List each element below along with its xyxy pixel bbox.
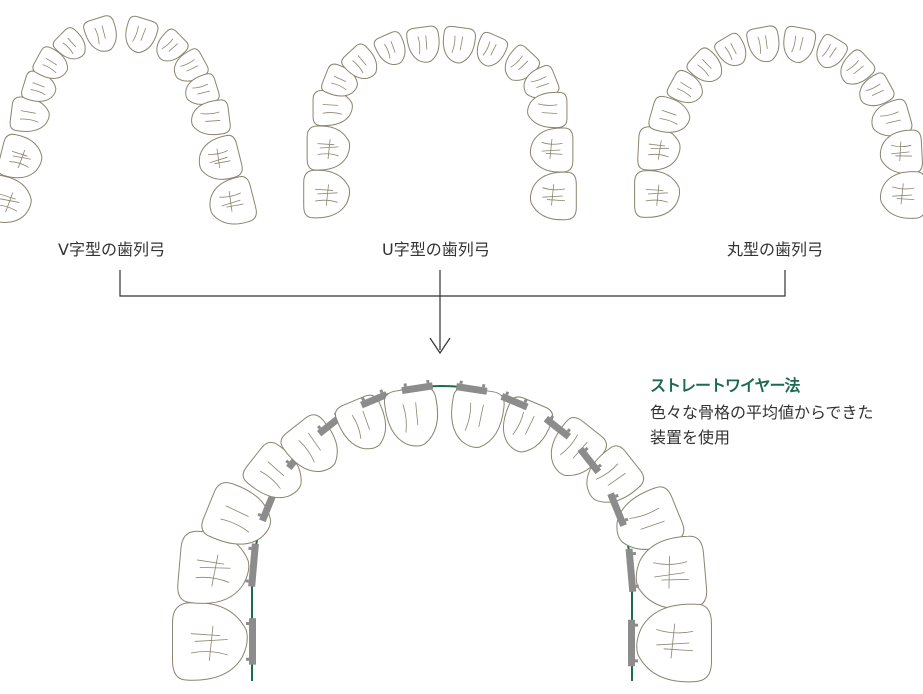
bracket — [245, 543, 259, 587]
arch-wire — [251, 384, 633, 681]
tooth — [312, 89, 353, 127]
tooth — [648, 95, 691, 133]
desc-line-2: 装置を使用 — [650, 428, 731, 447]
tooth — [373, 31, 406, 65]
bracket — [246, 618, 256, 665]
method-description: 色々な骨格の平均値からできた 装置を使用 — [650, 400, 874, 450]
tooth — [303, 169, 351, 219]
tooth — [746, 25, 780, 63]
tooth — [201, 482, 272, 545]
tooth — [529, 127, 574, 173]
bracket — [455, 380, 488, 395]
tooth — [442, 25, 476, 64]
bracket — [401, 379, 434, 395]
tooth — [816, 34, 848, 69]
desc-line-1: 色々な骨格の平均値からできた — [650, 403, 874, 422]
tooth — [173, 48, 209, 82]
tooth — [451, 387, 505, 448]
tooth — [306, 125, 351, 171]
tooth — [125, 15, 159, 54]
tooth — [527, 91, 568, 129]
tooth — [191, 99, 231, 136]
tooth — [32, 46, 69, 79]
tooth — [686, 47, 723, 82]
u-shaped-arch — [303, 25, 577, 221]
tooth — [502, 396, 554, 453]
tooth — [586, 445, 645, 503]
tooth — [383, 386, 439, 447]
tooth — [634, 170, 681, 218]
tooth — [840, 49, 876, 85]
tooth — [714, 32, 747, 67]
v-shaped-arch — [0, 15, 257, 225]
tooth — [209, 176, 257, 225]
straight-wire-arch — [172, 379, 712, 683]
tooth — [859, 72, 895, 107]
tooth — [198, 134, 243, 180]
tooth — [879, 129, 923, 175]
v-arch-label: V字型の歯列弓 — [58, 240, 165, 259]
bracket — [543, 415, 572, 440]
tooth — [9, 96, 50, 132]
tooth — [476, 31, 509, 67]
tooth — [637, 126, 681, 171]
bracket — [628, 619, 638, 667]
bracket — [607, 492, 629, 527]
tooth — [185, 73, 220, 105]
tooth — [636, 603, 712, 683]
u-arch-label: U字型の歯列弓 — [382, 240, 490, 259]
tooth — [0, 133, 43, 179]
bracket — [577, 446, 602, 475]
tooth — [52, 27, 86, 60]
tooth — [156, 28, 189, 62]
tooth — [406, 25, 440, 63]
round-arch — [634, 25, 923, 219]
tooth — [871, 98, 913, 137]
tooth — [666, 69, 703, 104]
method-title: ストレートワイヤー法 — [650, 376, 801, 395]
tooth — [635, 535, 708, 610]
tooth — [83, 15, 117, 52]
tooth — [879, 171, 923, 219]
tooth — [334, 394, 387, 450]
tooth — [172, 602, 248, 681]
tooth — [0, 175, 32, 223]
bracket — [500, 391, 529, 411]
round-arch-label: 丸型の歯列弓 — [727, 240, 824, 259]
bracket — [360, 389, 389, 409]
tooth — [529, 171, 577, 221]
bracket — [625, 548, 639, 593]
arrow-head-icon — [429, 337, 451, 355]
tooth — [783, 25, 817, 64]
tooth — [341, 43, 378, 80]
connector-lines — [119, 270, 786, 350]
